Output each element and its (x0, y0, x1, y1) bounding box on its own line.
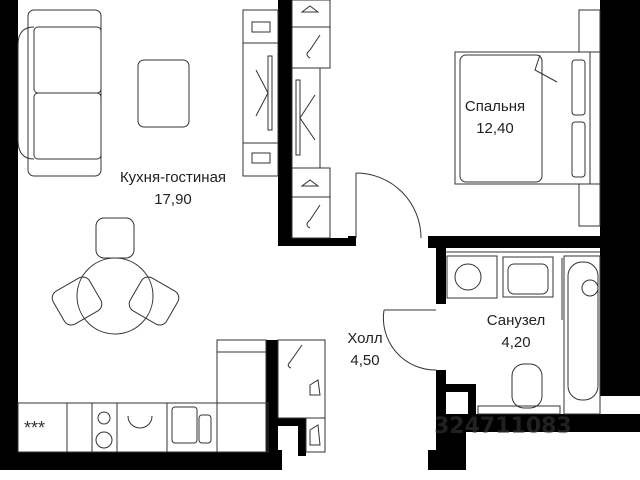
chair-icon (128, 276, 180, 326)
door-icon (382, 309, 437, 371)
furniture: *** (17, 0, 601, 453)
coffee-table-icon (137, 59, 190, 128)
room-label-kitchen-living: Кухня-гостиная 17,90 (108, 167, 238, 211)
wall-bath-bottom (436, 414, 640, 432)
pillow-icon (571, 59, 586, 116)
hanger-icon (300, 179, 320, 187)
hanger-icon (306, 34, 321, 59)
pillow-icon (571, 121, 586, 178)
wardrobe-icon (277, 339, 326, 453)
wardrobe-icon (242, 9, 279, 177)
room-label-hall: Холл 4,50 (340, 328, 390, 372)
dishwasher-icon (97, 411, 111, 425)
bathtub-icon (563, 255, 601, 415)
room-area: 17,90 (154, 191, 192, 208)
fridge-icon (216, 339, 267, 453)
wall-partition-bedroom (278, 0, 292, 246)
washing-machine-icon (446, 255, 498, 299)
shoe-icon (309, 379, 321, 396)
bed-icon (454, 9, 601, 227)
toilet-icon (511, 363, 543, 409)
room-name: Кухня-гостиная (119, 169, 227, 186)
shoe-icon (309, 424, 321, 446)
room-label-bedroom: Спальня 12,40 (455, 96, 535, 140)
door-icon (355, 172, 422, 239)
room-name: Холл (347, 330, 383, 347)
room-name: Санузел (486, 312, 546, 329)
walls (0, 0, 640, 470)
hanger-icon (287, 344, 303, 369)
wall-right (600, 0, 640, 396)
chair-icon (95, 217, 135, 259)
wardrobe-icon (291, 0, 331, 239)
room-area: 12,40 (476, 120, 514, 137)
hanger-icon (300, 5, 320, 13)
room-area: 4,50 (350, 352, 380, 369)
room-name: Спальня (464, 98, 526, 115)
room-area: 4,20 (501, 334, 531, 351)
dining-table-icon (51, 217, 180, 335)
kitchen-counter: *** (17, 339, 269, 453)
washbasin-icon (502, 256, 554, 298)
room-label-bathroom: Санузел 4,20 (476, 310, 556, 354)
chair-icon (51, 276, 103, 326)
wall-bath-left (436, 246, 446, 304)
wall-left (0, 0, 18, 470)
hanger-icon (306, 204, 321, 229)
stove-icon: *** (24, 418, 45, 438)
bathroom-fixtures (446, 251, 601, 415)
watermark-id: 324711083 (434, 414, 572, 439)
wall-bedroom-bottom (428, 236, 640, 248)
wall-bottom-left (0, 452, 282, 470)
sink-icon (127, 415, 153, 429)
sofa-icon (17, 9, 102, 177)
